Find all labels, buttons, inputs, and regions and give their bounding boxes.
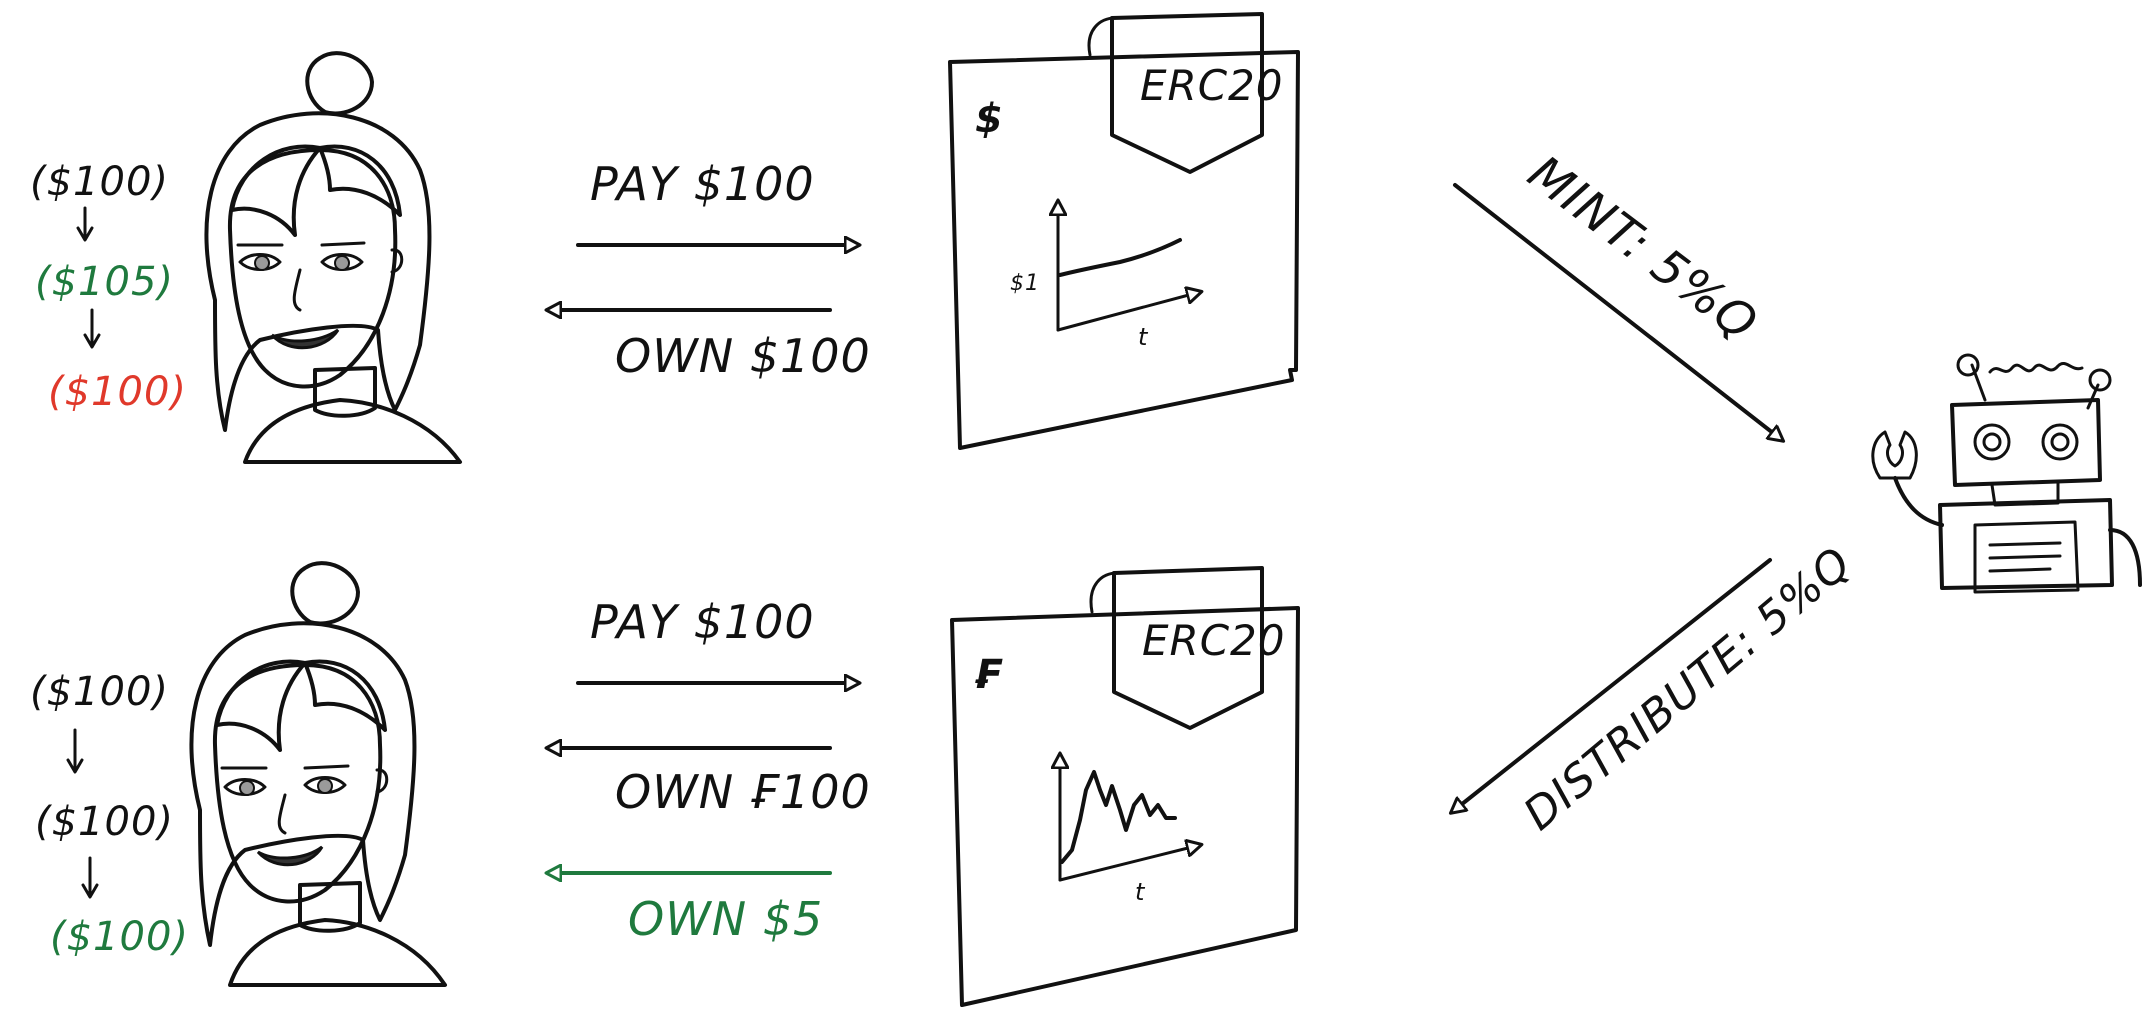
pay-label-top: PAY $100 bbox=[590, 157, 815, 211]
balance-top-1: ($100) bbox=[30, 159, 169, 205]
pay-label-bottom: PAY $100 bbox=[590, 595, 815, 649]
balance-bottom-1: ($100) bbox=[30, 669, 169, 715]
flow-top: PAY $100 OWN $100 bbox=[548, 157, 871, 383]
balance-history-bottom: ($100) ($100) ($100) bbox=[30, 669, 189, 960]
erc20-token-document-bottom: ERC20 ₣ t bbox=[950, 566, 1300, 1007]
erc20-token-document-top: ERC20 $ $1 t bbox=[948, 12, 1300, 450]
mint-label: MINT: 5%Q bbox=[1518, 145, 1768, 353]
currency-symbol-top: $ bbox=[975, 96, 1004, 142]
balance-bottom-3: ($100) bbox=[50, 914, 189, 960]
bonus-label-bottom: OWN $5 bbox=[628, 892, 823, 946]
currency-symbol-bottom: ₣ bbox=[975, 652, 1004, 698]
balance-bottom-2: ($100) bbox=[35, 799, 174, 845]
erc20-tag-top bbox=[1110, 12, 1264, 174]
price-line-bottom bbox=[1060, 770, 1177, 864]
chart-x-label-bottom: t bbox=[1135, 878, 1146, 906]
distribute-label: DISTRIBUTE: 5%Q bbox=[1514, 537, 1861, 840]
mint-arrow bbox=[1453, 183, 1782, 440]
own-label-top: OWN $100 bbox=[615, 329, 871, 383]
robot-flow: MINT: 5%Q DISTRIBUTE: 5%Q bbox=[1452, 145, 1862, 840]
chart-x-label-top: t bbox=[1138, 323, 1149, 351]
woman-pink-hair-icon bbox=[189, 561, 447, 987]
woman-teal-hair-icon bbox=[204, 51, 462, 464]
own-label-bottom: OWN ₣100 bbox=[615, 765, 871, 819]
price-line-top bbox=[1058, 238, 1182, 277]
balance-top-3: ($100) bbox=[48, 369, 187, 415]
erc20-tag-label-top: ERC20 bbox=[1140, 61, 1284, 110]
erc20-tag-label-bottom: ERC20 bbox=[1142, 616, 1286, 665]
balance-top-2: ($105) bbox=[35, 259, 174, 305]
distribute-arrow bbox=[1452, 558, 1772, 812]
balance-history-top: ($100) ($105) ($100) bbox=[30, 159, 187, 415]
erc20-tag-bottom bbox=[1112, 566, 1264, 730]
robot-icon bbox=[1871, 353, 2142, 594]
chart-y-label-top: $1 bbox=[1010, 271, 1040, 296]
flow-bottom: PAY $100 OWN ₣100 OWN $5 bbox=[548, 595, 871, 946]
